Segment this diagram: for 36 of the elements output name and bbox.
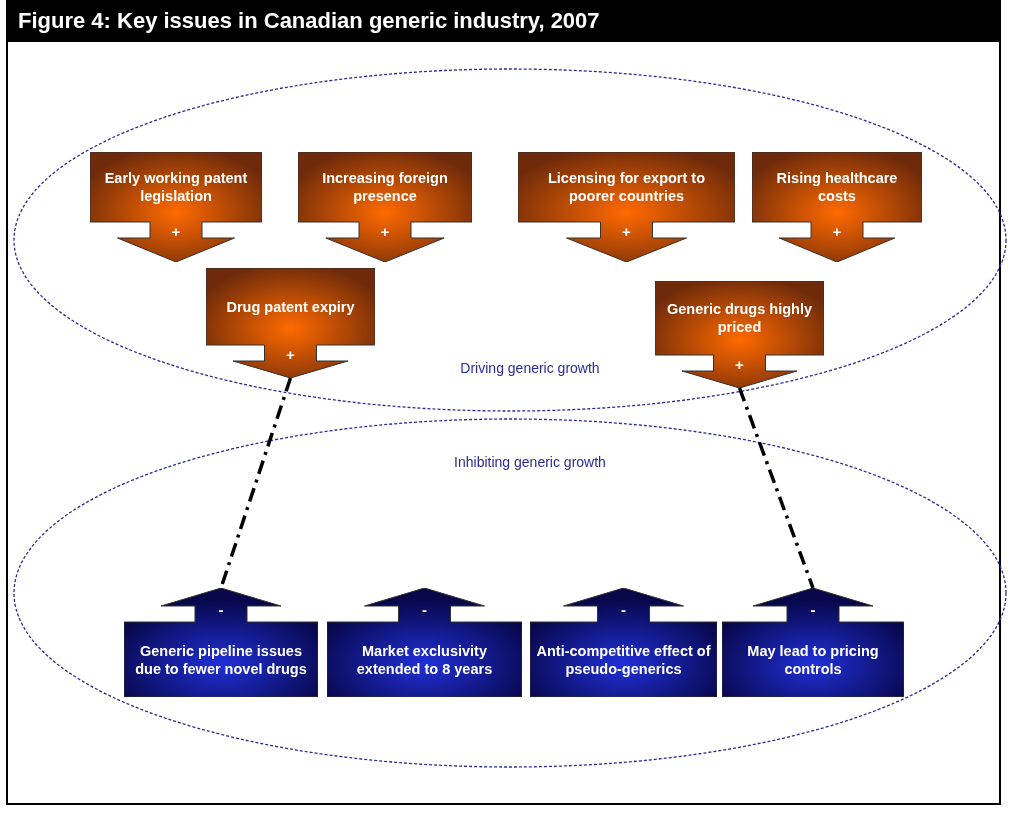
plus-sign: + [622,224,631,240]
callout-text: Rising healthcare costs [775,169,899,206]
down-arrow-callout [90,152,262,262]
up-arrow-callout [722,588,904,697]
down-arrow-callout [518,152,735,262]
callout-text: Market exclusivity extended to 8 years [355,641,494,679]
callout-text: Drug patent expiry [225,297,356,317]
group-label: Driving generic growth [460,360,600,376]
plus-sign: + [286,347,295,363]
minus-sign: - [810,602,816,618]
callout-text: May lead to pricing controls [746,641,880,679]
callout-text: Generic pipeline issues due to fewer novel drugs [134,641,308,679]
up-arrow-callout [327,588,522,697]
plus-sign: + [171,224,181,240]
minus-sign: - [422,602,427,618]
dashed-ellipse [13,68,1007,412]
up-arrow-callout [124,588,318,697]
dashed-ellipse [13,418,1007,768]
plus-sign: + [735,357,744,373]
down-arrow-callout [655,281,824,388]
minus-sign: - [621,602,626,618]
down-arrow-callout [752,152,922,262]
callout-text: Early working patent legislation [103,169,249,206]
callout-text: Increasing foreign presence [321,169,449,206]
callout-text: Generic drugs highly priced [666,300,813,337]
up-arrow-callout [530,588,717,697]
callout-text: Anti-competitive effect of pseudo-generics [535,641,712,679]
dash-dot-line [737,387,815,589]
down-arrow-callout [298,152,472,262]
plus-sign: + [832,224,842,240]
minus-sign: - [218,602,224,618]
group-label: Inhibiting generic growth [454,454,606,470]
plus-sign: + [380,224,390,240]
figure-title: Figure 4: Key issues in Canadian generic industry, 2007 [6,0,1001,42]
callout-text: Licensing for export to poorer countries [546,169,707,206]
down-arrow-callout [206,268,375,378]
